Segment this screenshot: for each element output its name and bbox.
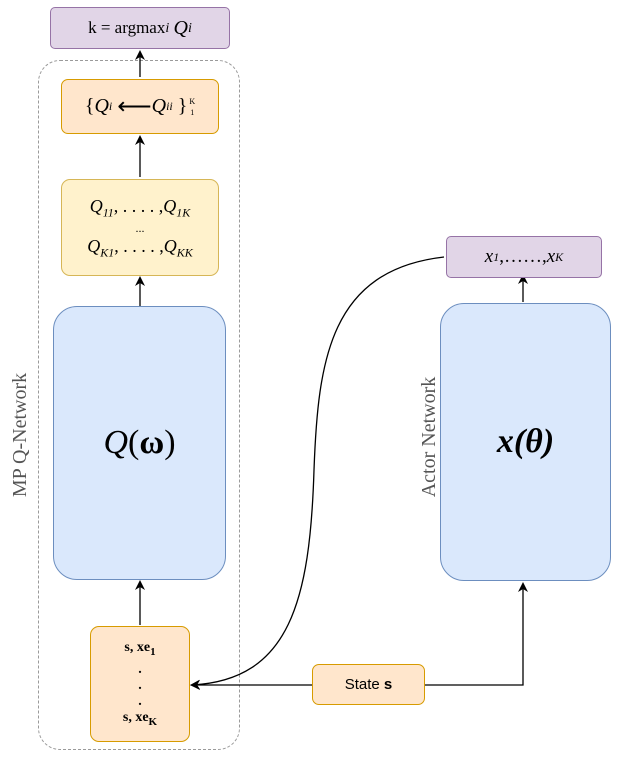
q-matrix-box: Q11, . . . . ,Q1K ... QK1, . . . . ,QKK — [61, 179, 219, 276]
q11-subscript: 11 — [102, 205, 114, 220]
input-line-1-subscript: 1 — [150, 645, 156, 658]
left-arrow-icon: ⟵ — [117, 93, 152, 120]
input-line-2: s, xeK — [123, 710, 157, 728]
row2-separator: , . . . . , — [114, 235, 164, 256]
qkk-subscript: KK — [176, 245, 193, 260]
output-xk: x — [546, 246, 556, 267]
omega-symbol: ω — [139, 424, 165, 461]
qk1: Q — [87, 235, 101, 256]
matrix-vdots: ... — [135, 220, 145, 235]
output-x1-subscript: 1 — [493, 249, 500, 264]
set-q2: Q — [151, 95, 167, 117]
set-superscript: K — [189, 96, 196, 106]
input-line-1-text: s, xe — [124, 640, 151, 656]
set-q1-subscript: i — [108, 99, 113, 113]
output-x1: x — [484, 246, 494, 267]
set-rbrace: } — [177, 95, 188, 117]
state-prefix: State — [344, 676, 380, 693]
set-q1: Q — [94, 95, 109, 117]
qkk: Q — [163, 235, 177, 256]
argmax-subscript: i — [165, 19, 170, 36]
input-line-2-text: s, xe — [122, 710, 149, 725]
state-variable: s — [383, 676, 393, 693]
qk1-subscript: K1 — [100, 245, 115, 260]
output-xk-subscript: K — [555, 249, 564, 264]
arrow-state-to-actor — [425, 582, 528, 686]
set-lbrace: { — [84, 95, 95, 117]
actor-network-formula: x(θ) — [496, 423, 555, 460]
input-dot-1: . — [138, 662, 142, 677]
q-network-box: Q(ω) — [53, 306, 226, 580]
matrix-row-2: QK1, . . . . ,QKK — [87, 236, 193, 260]
input-box: s, xe1 . . . s, xeK — [90, 626, 190, 742]
input-line-2-subscript: K — [148, 715, 158, 728]
q-network-lparen: ( — [128, 424, 140, 461]
q11: Q — [89, 195, 103, 216]
q1k: Q — [163, 195, 177, 216]
output-dots: ,……, — [499, 246, 547, 267]
set-q2-subscript: ii — [166, 99, 173, 113]
arrow-output-to-input — [190, 256, 445, 690]
argmax-q: Q — [173, 16, 188, 39]
row1-separator: , . . . . , — [113, 195, 164, 216]
q-network-rparen: ) — [164, 424, 176, 461]
q-network-q: Q — [103, 424, 129, 461]
q1k-subscript: 1K — [176, 205, 191, 220]
actor-network-box: x(θ) — [440, 303, 611, 581]
state-box: State s — [312, 664, 425, 705]
input-line-1: s, xe1 — [124, 640, 155, 658]
input-dot-2: . — [138, 678, 142, 693]
set-lower-index: 1 — [190, 107, 195, 117]
argmax-q-subscript: i — [187, 19, 192, 36]
argmax-prefix: k = argmax — [88, 18, 166, 37]
matrix-row-1: Q11, . . . . ,Q1K — [90, 196, 191, 220]
input-dot-3: . — [138, 694, 142, 709]
mp-q-network-container — [38, 60, 240, 750]
